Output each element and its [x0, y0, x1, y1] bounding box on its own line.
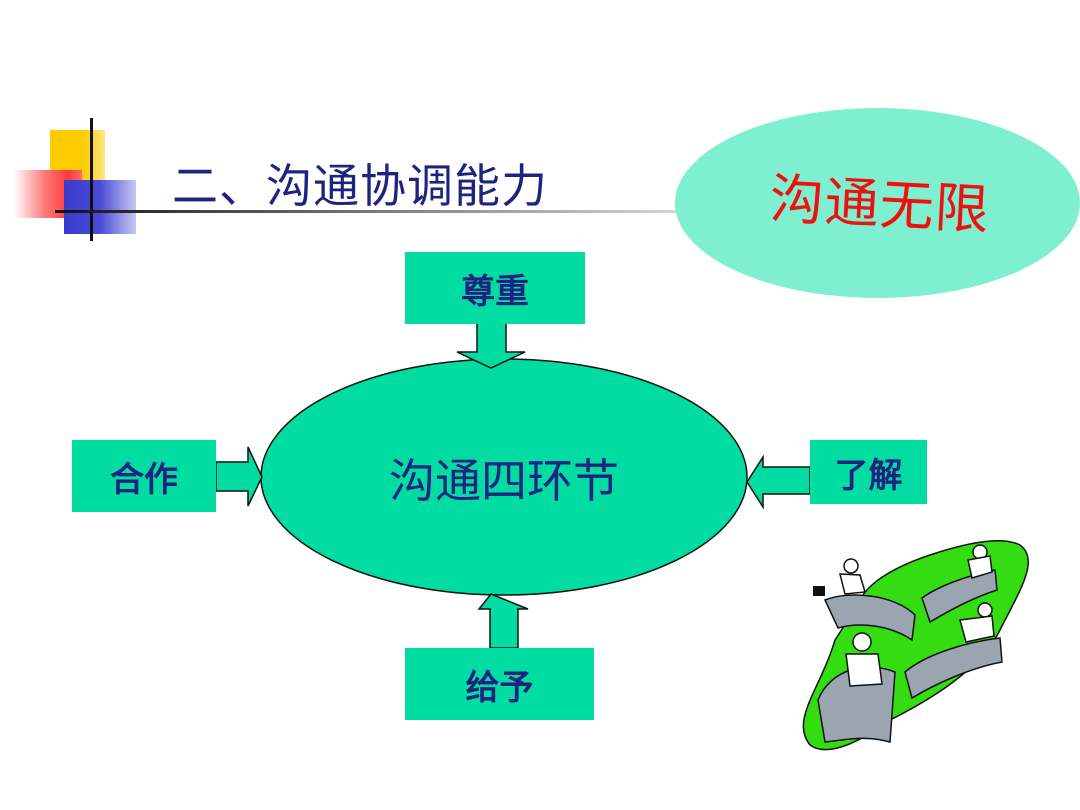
node-left-label: 合作: [110, 459, 178, 500]
node-right-box: 了解: [810, 440, 927, 504]
clipart-person-body-4: [845, 653, 883, 687]
node-right-label: 了解: [834, 455, 903, 496]
arrow-left: [215, 446, 263, 507]
node-left-box: 合作: [72, 440, 216, 512]
climbers-clipart: [802, 540, 1029, 751]
clipart-bridge-2: [921, 569, 998, 624]
decor-blue-square: [64, 180, 136, 234]
clipart-bridge-3: [904, 637, 1003, 700]
clipart-person-body-2: [967, 555, 993, 579]
decor-vertical-line: [90, 118, 93, 241]
node-top-box: 尊重: [405, 252, 585, 324]
clipart-briefcase: [813, 586, 825, 596]
badge-ellipse: [675, 108, 1080, 298]
clipart-person-body-3: [959, 615, 995, 643]
clipart-bridge-4: [817, 666, 896, 743]
arrow-bottom: [477, 593, 529, 649]
node-bottom-label: 给予: [465, 667, 534, 708]
clipart-person-head-4: [852, 632, 872, 652]
slide-title: 二、沟通协调能力: [172, 159, 548, 213]
arrow-right: [746, 454, 811, 510]
clipart-bridge-1: [823, 594, 916, 642]
clipart-person-body-1: [839, 573, 866, 595]
node-top-label: 尊重: [461, 271, 529, 312]
node-bottom-box: 给予: [405, 648, 594, 720]
title-underline: [55, 210, 815, 213]
clipart-person-head-1: [843, 558, 859, 574]
clipart-person-head-3: [977, 602, 993, 618]
center-label: 沟通四环节: [389, 454, 619, 508]
